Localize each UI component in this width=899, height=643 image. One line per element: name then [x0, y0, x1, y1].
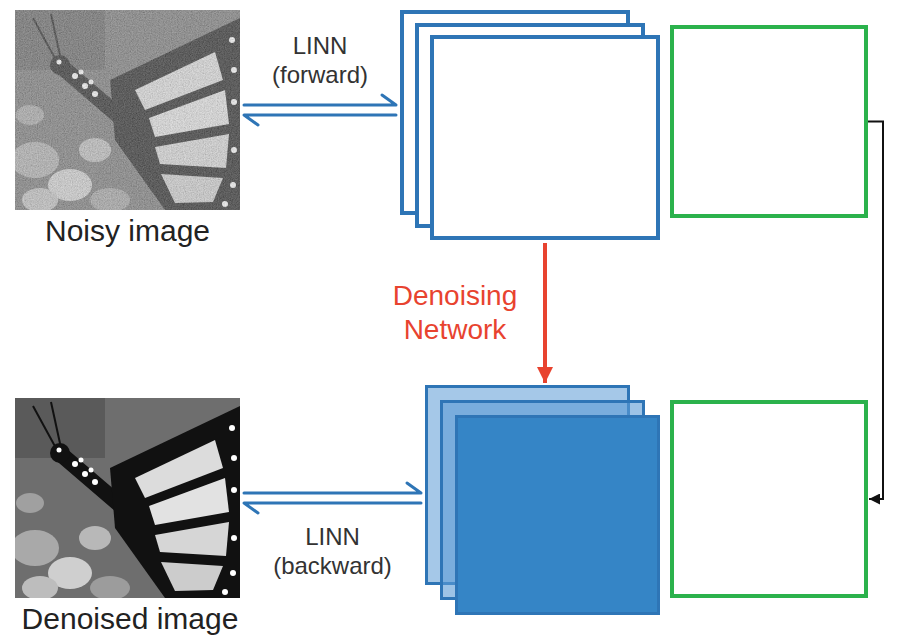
photo-panel: Noisy image	[5, 10, 250, 247]
harpoon-line	[244, 115, 396, 125]
transform-label: LINN (forward)	[255, 32, 385, 90]
feature-map	[670, 400, 868, 598]
network-label: Denoising Network	[375, 279, 535, 346]
arrow-line	[543, 243, 547, 383]
photo-area	[15, 398, 240, 598]
image-caption: Noisy image	[5, 214, 250, 247]
transform-label: LINN (backward)	[268, 523, 398, 581]
connector-arrow	[868, 122, 883, 500]
connector-arrow	[545, 243, 546, 383]
photo-area	[15, 10, 240, 210]
reversible-arrow	[244, 95, 396, 125]
feature-layer	[430, 35, 660, 240]
edge-label-box: Denoising Network	[375, 279, 535, 346]
denoised-photo	[11, 398, 240, 600]
noisy-photo	[11, 10, 240, 212]
harpoon-line	[244, 95, 396, 105]
edge-label-box: LINN (backward)	[268, 523, 398, 581]
feature-map	[670, 25, 868, 218]
feature-stack	[400, 10, 660, 240]
harpoon-line	[244, 503, 421, 513]
reversible-arrow	[244, 483, 421, 513]
harpoon-line	[244, 483, 421, 493]
edge-label-box: LINN (forward)	[255, 32, 385, 90]
feature-stack	[425, 385, 660, 615]
feature-layer	[455, 415, 660, 615]
photo-panel: Denoised image	[0, 398, 260, 635]
skip-line	[868, 122, 883, 500]
image-caption: Denoised image	[0, 602, 260, 635]
